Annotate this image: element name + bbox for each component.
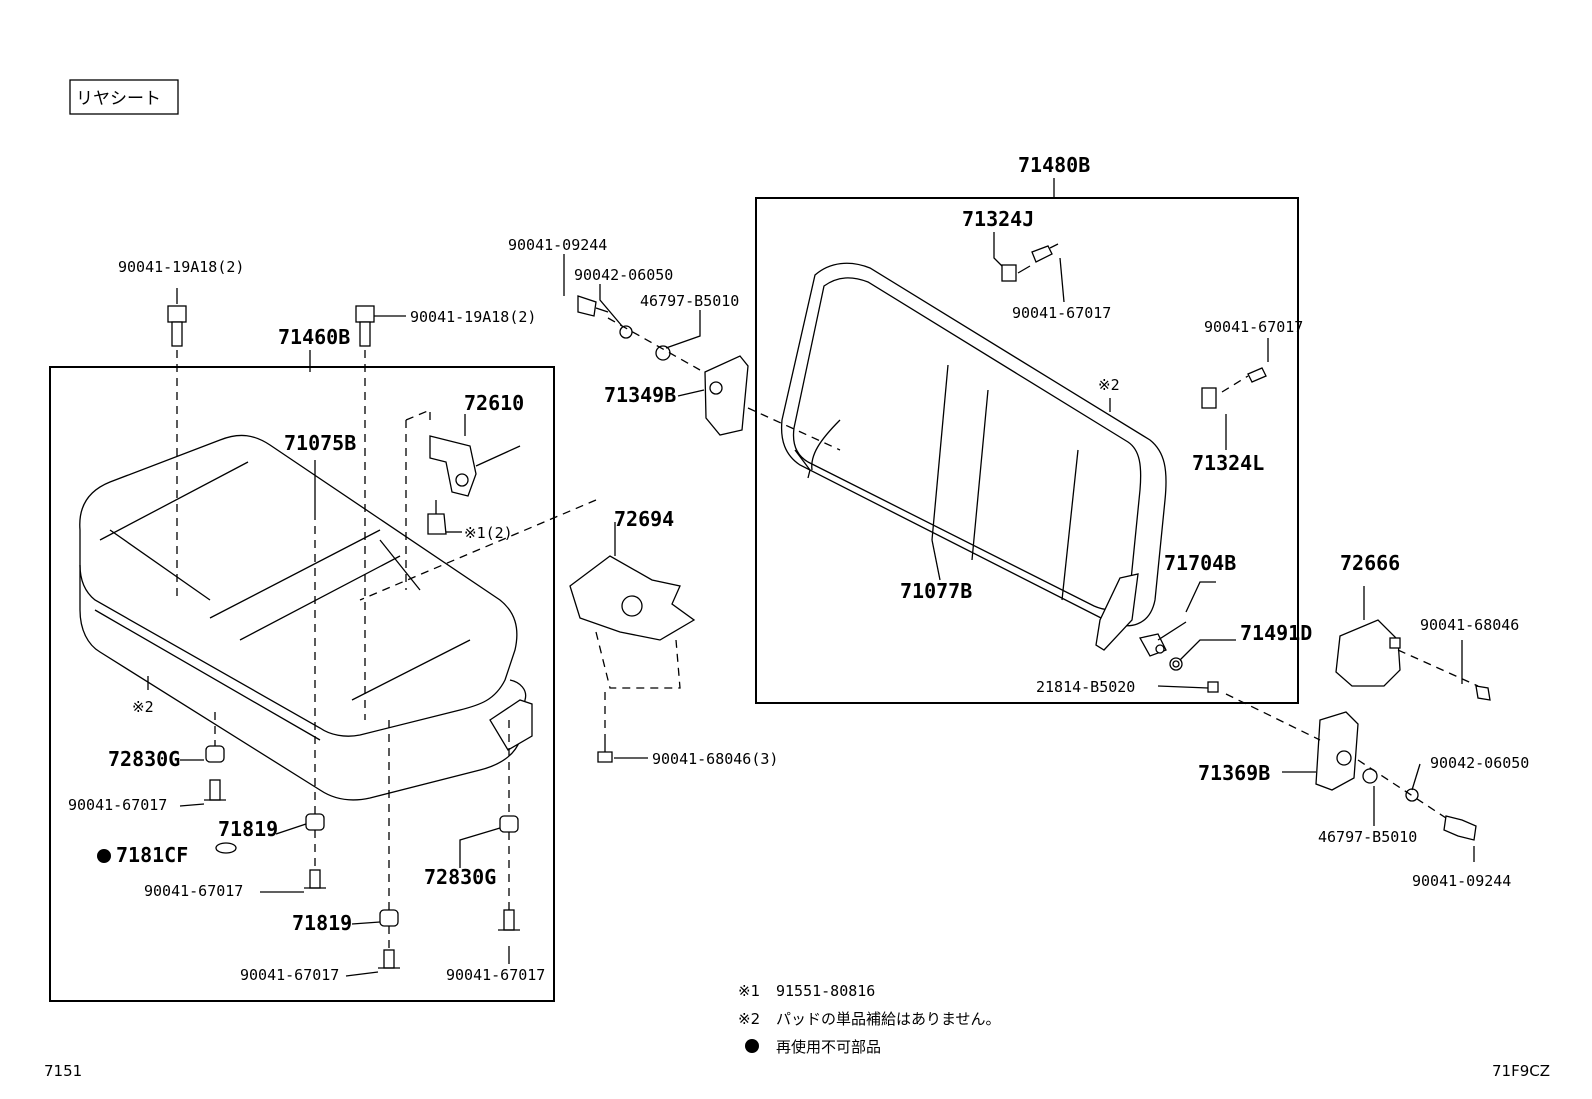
washer-90042-06050-bottom — [1405, 788, 1419, 802]
bolt-90041-09244-top — [577, 295, 609, 317]
washer-46797-b5010-bottom — [1362, 768, 1378, 784]
label-90041-09244-bottom: 90041-09244 — [1412, 872, 1511, 890]
screw-67017-d — [498, 909, 520, 931]
label-71324l: 71324L — [1192, 451, 1264, 475]
label-71491d: 71491D — [1240, 621, 1312, 645]
label-71324j: 71324J — [962, 207, 1034, 231]
clip-71324l — [1201, 387, 1217, 409]
note3-bullet — [745, 1039, 759, 1053]
washer-90042-06050-top — [619, 325, 633, 339]
footnotes: ※1 91551-80816 ※2 パッドの単品補給はありません。 再使用不可部… — [738, 982, 1001, 1056]
note2-mark: ※2 — [738, 1010, 760, 1028]
label-90041-68046-3: 90041-68046(3) — [652, 750, 778, 768]
screw-67017-a — [204, 779, 226, 801]
screw-67017-b — [304, 869, 326, 889]
label-90041-67017-d: 90041-67017 — [446, 966, 545, 984]
cover-72666 — [1335, 619, 1401, 687]
label-71704b: 71704B — [1164, 551, 1236, 575]
label-71077b: 71077B — [900, 579, 972, 603]
clip-71324j — [1001, 264, 1031, 282]
screw-right-seatback — [1221, 367, 1267, 393]
label-71819-a: 71819 — [218, 817, 278, 841]
title-box: リヤシート — [69, 79, 179, 115]
label-72694: 72694 — [614, 507, 674, 531]
grommet-72830g-right — [499, 815, 519, 833]
bolt-90041-09244-bottom — [1443, 815, 1477, 841]
non-reusable-mark — [97, 849, 111, 863]
label-note2-back: ※2 — [1098, 376, 1120, 394]
note1-mark: ※1 — [738, 982, 760, 1000]
seat-cushion — [79, 434, 527, 801]
label-71819-b: 71819 — [292, 911, 352, 935]
label-90041-67017-b: 90041-67017 — [144, 882, 243, 900]
screw-67017-c — [378, 949, 400, 969]
label-71460b: 71460B — [278, 325, 350, 349]
screw-90041-68046-right — [1475, 685, 1491, 701]
label-note1-x2: ※1(2) — [464, 524, 513, 542]
hinge-72610 — [405, 409, 521, 590]
seat-cushion-frame — [49, 366, 555, 1002]
grommet-71819-a — [305, 813, 325, 831]
seat-back-frame — [755, 197, 1299, 704]
corner-code-left: 7151 — [44, 1062, 82, 1080]
label-21814-b5020: 21814-B5020 — [1036, 678, 1135, 696]
seat-back-hinge — [1095, 573, 1139, 651]
washer-46797-b5010-top — [655, 345, 671, 361]
grommet-72830g-left — [205, 745, 225, 763]
bolt-90041-19a18-left — [167, 305, 187, 347]
grommet-71819-b — [379, 909, 399, 927]
label-71075b: 71075B — [284, 431, 356, 455]
spring-71491d — [1169, 657, 1183, 671]
bolt-90041-19a18-right — [355, 305, 375, 347]
latch-71704b — [1139, 621, 1187, 657]
bracket-72694 — [359, 499, 696, 689]
label-90041-67017-top: 90041-67017 — [1012, 304, 1111, 322]
bolt-21814-b5020 — [1207, 681, 1219, 693]
label-90041-67017-c: 90041-67017 — [240, 966, 339, 984]
hinge-cover-71369b — [1315, 711, 1359, 791]
label-72610: 72610 — [464, 391, 524, 415]
screw-top-seatback — [1031, 243, 1059, 263]
label-90041-68046-right: 90041-68046 — [1420, 616, 1519, 634]
seat-cushion-hinge — [489, 699, 533, 751]
label-71349b: 71349B — [604, 383, 676, 407]
label-90041-67017-a: 90041-67017 — [68, 796, 167, 814]
label-7181cf: 7181CF — [116, 843, 188, 867]
label-90041-67017-right: 90041-67017 — [1204, 318, 1303, 336]
clip-7181cf — [215, 842, 237, 854]
note1-text: 91551-80816 — [776, 982, 875, 1000]
screw-90041-68046-bottom — [597, 740, 613, 763]
leader-lines — [147, 178, 1475, 977]
label-71369b: 71369B — [1198, 761, 1270, 785]
title-text: リヤシート — [76, 89, 161, 109]
label-71480b: 71480B — [1018, 153, 1090, 177]
label-72666: 72666 — [1340, 551, 1400, 575]
label-90042-06050-bottom: 90042-06050 — [1430, 754, 1529, 772]
bolt-note1 — [427, 500, 447, 535]
label-90041-09244-top: 90041-09244 — [508, 236, 607, 254]
label-note2-seat: ※2 — [132, 698, 154, 716]
note3-text: 再使用不可部品 — [776, 1038, 881, 1056]
label-90042-06050-top: 90042-06050 — [574, 266, 673, 284]
label-46797-b5010-bottom: 46797-B5010 — [1318, 828, 1417, 846]
label-72830g-left: 72830G — [108, 747, 180, 771]
label-72830g-right: 72830G — [424, 865, 496, 889]
label-90041-19a18-right: 90041-19A18(2) — [410, 308, 536, 326]
hinge-cover-71349b — [704, 355, 749, 436]
label-46797-b5010-top: 46797-B5010 — [640, 292, 739, 310]
corner-code-right: 71F9CZ — [1492, 1062, 1550, 1080]
note2-text: パッドの単品補給はありません。 — [776, 1010, 1001, 1028]
label-90041-19a18-left: 90041-19A18(2) — [118, 258, 244, 276]
